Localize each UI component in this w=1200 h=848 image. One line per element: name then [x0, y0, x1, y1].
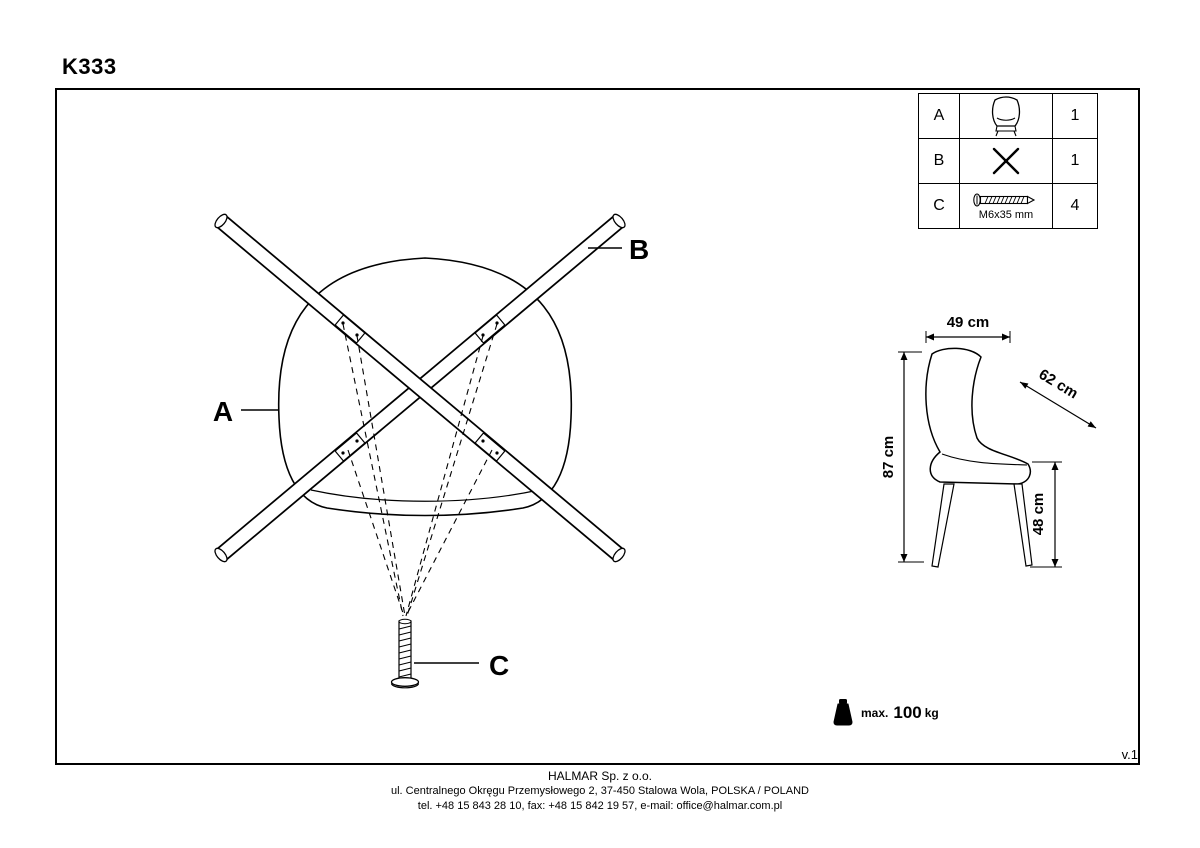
cross-legs-icon [992, 147, 1020, 175]
mounting-plates [334, 314, 506, 462]
weight-unit: kg [924, 706, 939, 720]
assembly-diagram: A B C [213, 213, 649, 689]
dimension-width: 49 cm [925, 314, 1011, 343]
part-qty-b: 1 [1052, 138, 1098, 184]
chair-seat-icon [991, 96, 1021, 137]
parts-row-b: B 1 [918, 138, 1098, 184]
max-weight-note: max. 100 kg [832, 698, 939, 728]
weight-value: 100 [893, 703, 922, 722]
dimension-height: 87 cm [880, 351, 924, 563]
drawing-border-box [55, 88, 1140, 765]
leg-bar-front [214, 213, 626, 563]
weight-icon [833, 699, 853, 726]
screw-drawing [390, 618, 420, 689]
label-legs: B [629, 234, 649, 265]
label-seat: A [213, 396, 233, 427]
dimension-seat-height: 48 cm [1030, 461, 1062, 568]
part-icon-cell-a [959, 93, 1053, 139]
weight-prefix: max. [861, 706, 889, 720]
chair-side-view [925, 347, 1033, 568]
model-title: K333 [62, 54, 117, 79]
screw-guide-lines [342, 323, 498, 617]
part-icon-cell-c: M6x35 mm [959, 183, 1053, 229]
part-icon-cell-b [959, 138, 1053, 184]
screw-icon [973, 192, 1036, 207]
footer: HALMAR Sp. z o.o. ul. Centralnego Okręgu… [0, 769, 1200, 814]
svg-text:62 cm: 62 cm [1036, 366, 1081, 402]
company-address: ul. Centralnego Okręgu Przemysłowego 2, … [390, 785, 809, 797]
part-letter-a: A [918, 93, 960, 139]
svg-text:48 cm: 48 cm [1030, 493, 1047, 536]
part-qty-a: 1 [1052, 93, 1098, 139]
company-name: HALMAR Sp. z o.o. [547, 769, 653, 783]
parts-table: A 1 B 1 [918, 93, 1098, 229]
version-label: v.1 [1121, 747, 1138, 762]
dimension-depth: 62 cm [1019, 366, 1097, 429]
svg-text:87 cm: 87 cm [880, 436, 897, 479]
part-qty-c: 4 [1052, 183, 1098, 229]
part-letter-b: B [918, 138, 960, 184]
chair-dimensions-drawing: 49 cm 62 cm 87 cm 48 cm [880, 314, 1097, 568]
label-screw: C [489, 650, 509, 681]
svg-text:49 cm: 49 cm [947, 314, 990, 331]
part-letter-c: C [918, 183, 960, 229]
screw-size-note: M6x35 mm [978, 208, 1034, 221]
company-contact: tel. +48 15 843 28 10, fax: +48 15 842 1… [417, 800, 783, 812]
parts-row-c: C M6x35 mm 4 [918, 183, 1098, 229]
parts-row-a: A 1 [918, 93, 1098, 139]
